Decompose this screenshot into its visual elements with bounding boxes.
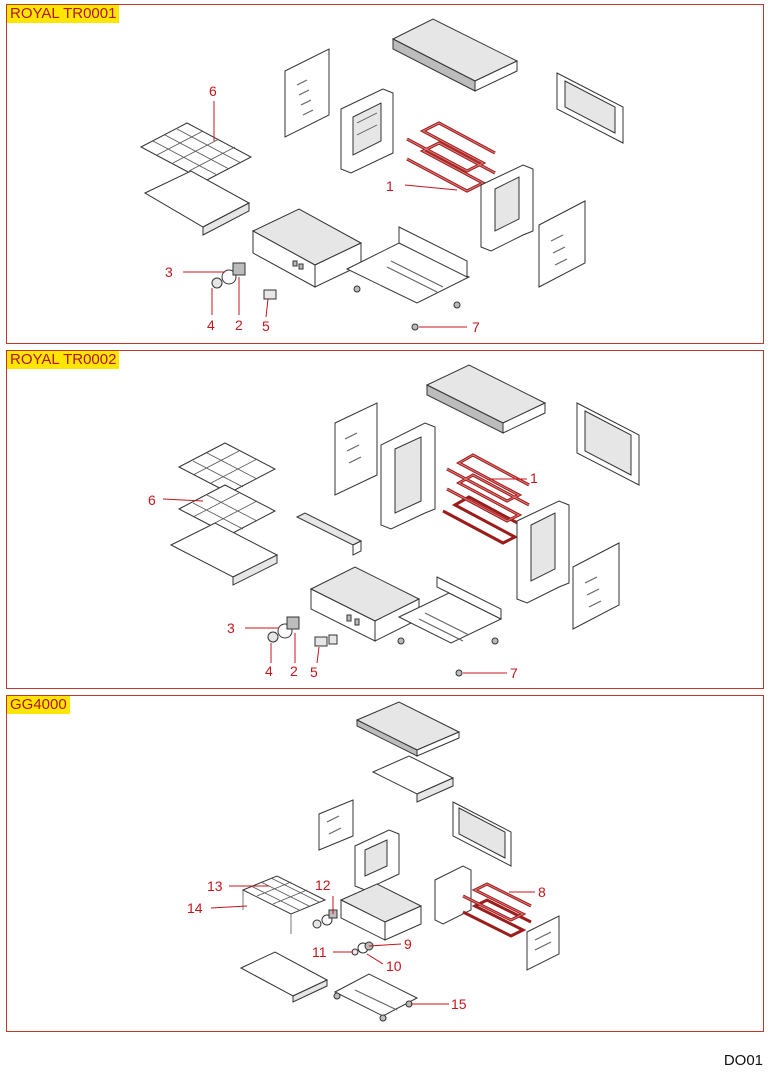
drip-tray-part: [169, 522, 279, 586]
diagram-panel-tr0001: ROYAL TR0001: [6, 4, 764, 344]
rear-frame-part: [452, 801, 512, 867]
top-cover-part: [425, 364, 547, 434]
left-side-panel-part: [318, 799, 354, 851]
callout-label: 15: [451, 996, 467, 1012]
grid-rack-part: [177, 442, 277, 494]
rear-frame-part: [576, 402, 640, 486]
diagram-panel-tr0002: ROYAL TR0002: [6, 350, 764, 689]
right-side-panel-part: [572, 542, 620, 630]
callout-label: 2: [235, 317, 243, 333]
side-frame-part: [434, 865, 472, 925]
rear-frame-part: [556, 72, 624, 144]
support-bar-part: [295, 512, 363, 556]
exploded-view-tr0002: [162, 364, 640, 677]
callout-label: 8: [538, 884, 546, 900]
griddle-plate-part: [355, 701, 461, 757]
callout-label: 6: [209, 83, 217, 99]
heating-element-part: [442, 453, 530, 545]
base-plate-part: [345, 226, 471, 304]
callout-label: 14: [187, 900, 203, 916]
panel-title: ROYAL TR0001: [7, 5, 120, 23]
callout-label: 5: [262, 318, 270, 334]
top-cover-part: [371, 755, 455, 803]
grid-rack-part: [177, 484, 277, 536]
base-plate-part: [397, 576, 503, 644]
inner-frame-part: [354, 829, 400, 891]
page-code: DO01: [723, 1052, 763, 1069]
drip-tray-part: [239, 951, 329, 1003]
right-side-panel-part: [538, 200, 586, 288]
control-box-part: [309, 566, 421, 642]
exploded-view-gg4000: [210, 701, 560, 1022]
callout-label: 9: [404, 936, 412, 952]
callout-label: 4: [207, 317, 215, 333]
callout-label: 7: [472, 319, 480, 335]
callout-label: 7: [510, 665, 518, 681]
top-cover-part: [391, 18, 519, 92]
exploded-view-tr0001: [139, 18, 624, 331]
inner-frame-part: [340, 88, 394, 174]
callout-label: 6: [148, 492, 156, 508]
drip-tray-part: [143, 170, 251, 236]
callout-label: 5: [310, 664, 318, 680]
right-side-panel-part: [526, 915, 560, 971]
callout-label: 3: [165, 264, 173, 280]
small-parts: [211, 262, 461, 331]
side-frame-part: [516, 500, 570, 604]
small-parts: [267, 616, 499, 677]
callout-label: 2: [290, 663, 298, 679]
panel-title: GG4000: [7, 696, 70, 714]
panel-title: ROYAL TR0002: [7, 351, 120, 369]
side-frame-part: [480, 164, 534, 252]
left-side-panel-part: [334, 402, 378, 496]
callout-label: 4: [265, 663, 273, 679]
diagram-panel-gg4000: GG4000: [6, 695, 764, 1032]
control-box-part: [339, 883, 423, 941]
callout-label: 1: [530, 470, 538, 486]
left-side-panel-part: [284, 48, 330, 138]
callout-label: 11: [312, 944, 327, 960]
base-plate-part: [333, 973, 419, 1022]
callout-label: 10: [386, 958, 402, 974]
control-box-part: [251, 208, 363, 288]
callout-label: 12: [315, 877, 331, 893]
grid-rack-part: [139, 122, 253, 182]
heating-element-part: [406, 121, 496, 193]
callout-label: 1: [386, 178, 394, 194]
heating-element-part: [462, 882, 532, 938]
callout-label: 3: [227, 620, 235, 636]
callout-label: 13: [207, 878, 223, 894]
inner-frame-part: [380, 422, 436, 530]
